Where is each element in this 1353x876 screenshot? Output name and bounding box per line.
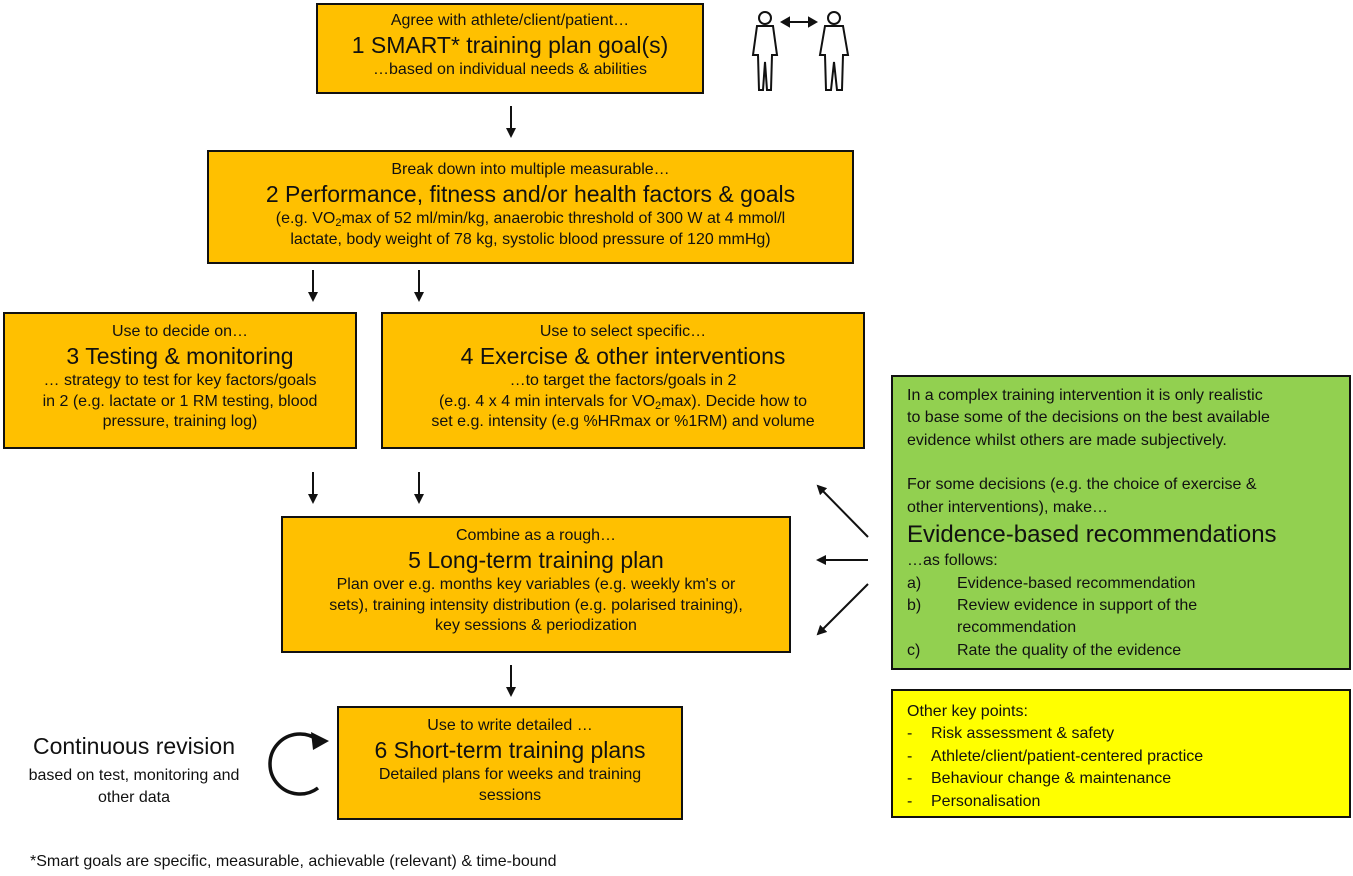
arrow-green-to-4	[816, 484, 869, 538]
box-3-line1: … strategy to test for key factors/goals	[43, 372, 317, 390]
box-5-line3: key sessions & periodization	[435, 617, 637, 635]
box-4-line2: (e.g. 4 x 4 min intervals for VO2max). D…	[438, 392, 808, 412]
box-6-line2: sessions	[478, 786, 542, 804]
box-2-factors-goals: Break down into multiple measurable… 2 P…	[207, 150, 854, 264]
green-list-item: a) Evidence-based recommendation	[907, 574, 1196, 592]
box-3-title: 3 Testing & monitoring	[66, 343, 294, 370]
box-2-title: 2 Performance, fitness and/or health fac…	[265, 181, 796, 208]
continuous-revision-subtext: based on test, monitoring and other data	[10, 765, 258, 810]
box-5-line2: sets), training intensity distribution (…	[329, 596, 743, 614]
box-4-intro: Use to select specific…	[539, 323, 707, 340]
key-points-title: Other key points:	[907, 703, 1028, 720]
circular-arrow-icon	[268, 732, 329, 796]
box-3-line2: in 2 (e.g. lactate or 1 RM testing, bloo…	[42, 392, 318, 410]
box-5-title: 5 Long-term training plan	[408, 547, 664, 574]
box-3-testing-monitoring: Use to decide on… 3 Testing & monitoring…	[3, 312, 357, 449]
continuous-revision-line1: based on test, monitoring and	[28, 767, 240, 784]
green-para1-line1: In a complex training intervention it is…	[907, 387, 1263, 404]
box-6-intro: Use to write detailed …	[427, 717, 593, 734]
box-1-intro: Agree with athlete/client/patient…	[390, 12, 630, 29]
green-para2-line2: other interventions), make…	[907, 498, 1108, 516]
green-para1-line3: evidence whilst others are made subjecti…	[907, 431, 1227, 449]
box-1-smart-goals: Agree with athlete/client/patient… 1 SMA…	[316, 3, 704, 94]
box-1-subtext: …based on individual needs & abilities	[373, 61, 647, 79]
evidence-based-recommendations-box: In a complex training intervention it is…	[891, 375, 1351, 670]
other-key-points-box: Other key points: - Risk assessment & sa…	[891, 689, 1351, 818]
box-5-long-term-plan: Combine as a rough… 5 Long-term training…	[281, 516, 791, 653]
arrow-green-to-5-lower	[816, 583, 869, 636]
box-3-line3: pressure, training log)	[102, 413, 258, 431]
person-left-icon	[751, 11, 779, 91]
box-4-line3: set e.g. intensity (e.g %HRmax or %1RM) …	[431, 413, 815, 431]
green-list-item: b) Review evidence in support of the rec…	[907, 596, 1198, 637]
green-para2-line1: For some decisions (e.g. the choice of e…	[907, 476, 1257, 494]
key-point-item: - Behaviour change & maintenance	[907, 770, 1172, 788]
box-4-line1: …to target the factors/goals in 2	[509, 372, 737, 390]
continuous-revision-line2: other data	[97, 789, 171, 807]
box-6-line1: Detailed plans for weeks and training	[378, 766, 642, 784]
evidence-based-title: Evidence-based recommendations	[907, 520, 1277, 548]
person-right-icon	[818, 11, 850, 91]
green-para1-line2: to base some of the decisions on the bes…	[907, 409, 1270, 427]
box-6-short-term-plans: Use to write detailed … 6 Short-term tra…	[337, 706, 683, 820]
box-2-detail-line1: (e.g. VO2max of 52 ml/min/kg, anaerobic …	[275, 210, 786, 230]
double-arrow-icon	[779, 16, 819, 28]
two-people-icon	[751, 11, 850, 91]
box-1-title: 1 SMART* training plan goal(s)	[351, 32, 669, 59]
box-3-intro: Use to decide on…	[111, 323, 249, 340]
box-4-title: 4 Exercise & other interventions	[460, 343, 786, 370]
key-point-item: - Personalisation	[907, 792, 1041, 810]
key-point-item: - Risk assessment & safety	[907, 725, 1115, 743]
key-point-item: - Athlete/client/patient-centered practi…	[907, 747, 1204, 765]
box-2-detail-line2: lactate, body weight of 78 kg, systolic …	[290, 230, 771, 248]
box-4-exercise-interventions: Use to select specific… 4 Exercise & oth…	[381, 312, 865, 449]
green-as-follows: …as follows:	[907, 552, 998, 570]
box-2-intro: Break down into multiple measurable…	[391, 161, 670, 178]
continuous-revision-title: Continuous revision	[32, 733, 235, 759]
green-list-item: c) Rate the quality of the evidence	[907, 641, 1182, 659]
smart-footnote: *Smart goals are specific, measurable, a…	[30, 853, 557, 870]
box-5-line1: Plan over e.g. months key variables (e.g…	[336, 576, 736, 594]
box-5-intro: Combine as a rough…	[455, 527, 617, 544]
box-6-title: 6 Short-term training plans	[374, 737, 646, 764]
